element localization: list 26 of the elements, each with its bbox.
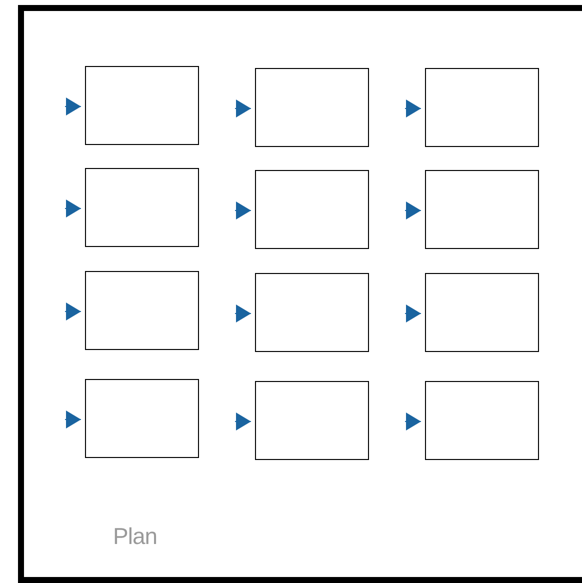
empty-box — [425, 381, 539, 460]
empty-box — [85, 379, 199, 458]
arrow — [234, 100, 252, 118]
arrow — [234, 412, 252, 430]
arrow — [64, 98, 82, 116]
arrow — [404, 412, 422, 430]
empty-box — [425, 170, 539, 249]
arrow — [64, 302, 82, 320]
frame — [18, 5, 582, 583]
empty-box — [255, 68, 369, 147]
empty-box — [425, 68, 539, 147]
empty-box — [85, 271, 199, 350]
empty-box — [255, 381, 369, 460]
arrow — [234, 304, 252, 322]
empty-box — [85, 66, 199, 145]
arrow — [404, 304, 422, 322]
empty-box — [255, 170, 369, 249]
empty-box — [425, 273, 539, 352]
arrow — [234, 202, 252, 220]
empty-box — [255, 273, 369, 352]
frame-title: Plan — [113, 523, 158, 550]
arrow — [404, 100, 422, 118]
empty-box — [85, 168, 199, 247]
arrow — [404, 202, 422, 220]
arrow — [64, 200, 82, 218]
arrow — [64, 410, 82, 428]
